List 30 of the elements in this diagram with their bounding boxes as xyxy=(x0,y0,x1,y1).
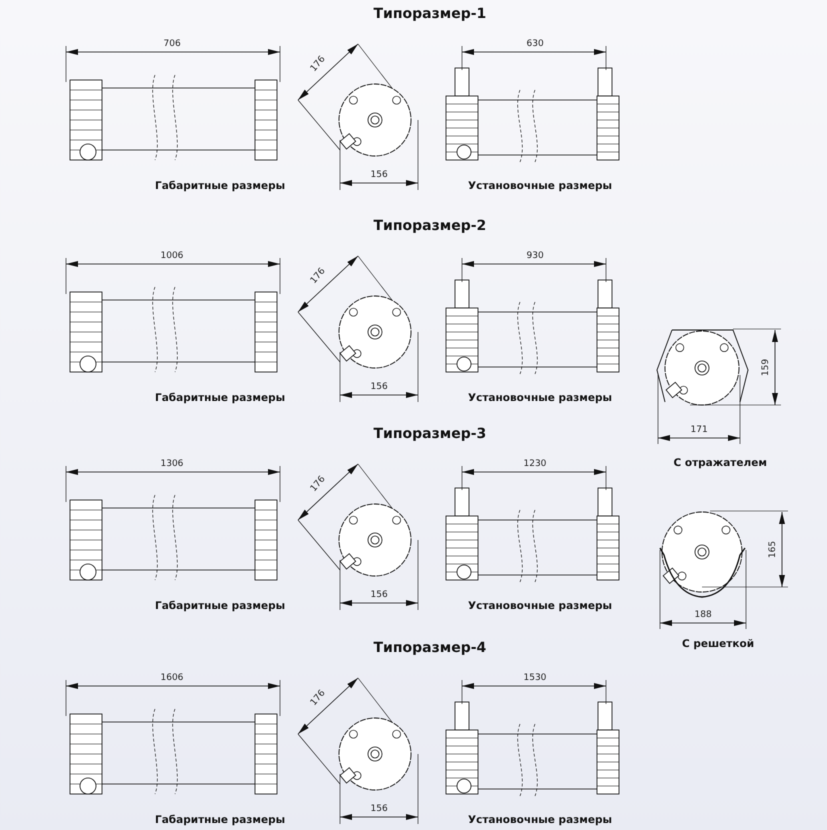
view-caption: Габаритные размеры xyxy=(155,600,286,611)
dimension-value: 188 xyxy=(694,610,712,620)
view-caption: Габаритные размеры xyxy=(155,814,286,825)
dimension-value: 1006 xyxy=(160,252,184,260)
view-caption: Габаритные размеры xyxy=(155,180,286,191)
view-caption: Установочные размеры xyxy=(468,600,612,611)
dimension-value: 1230 xyxy=(524,460,546,468)
dimension-value: 156 xyxy=(370,804,388,814)
view-caption: С решеткой xyxy=(682,638,754,649)
dimension-value: 165 xyxy=(768,540,778,558)
view-caption: С отражателем xyxy=(674,458,767,468)
section-heading: Типоразмер-2 xyxy=(374,219,486,233)
dimension-value: 171 xyxy=(690,426,708,434)
dimension-value: 930 xyxy=(526,252,544,260)
view-caption: Габаритные размеры xyxy=(155,392,286,403)
section-heading: Типоразмер-3 xyxy=(374,427,486,441)
dimension-value: 1606 xyxy=(160,674,184,682)
view-caption: Установочные размеры xyxy=(468,180,612,191)
dimension-value: 159 xyxy=(762,358,771,376)
dimension-value: 706 xyxy=(164,40,181,48)
dimension-value: 156 xyxy=(370,170,388,180)
dimension-value: 630 xyxy=(526,40,544,48)
dimension-value: 156 xyxy=(370,382,388,392)
section-heading: Типоразмер-4 xyxy=(374,641,486,655)
section-heading: Типоразмер-1 xyxy=(374,7,486,21)
dimension-value: 156 xyxy=(370,590,388,600)
view-caption: Установочные размеры xyxy=(468,392,612,403)
dimension-value: 1530 xyxy=(524,674,546,682)
dimension-value: 1306 xyxy=(160,460,184,468)
view-caption: Установочные размеры xyxy=(468,814,612,825)
